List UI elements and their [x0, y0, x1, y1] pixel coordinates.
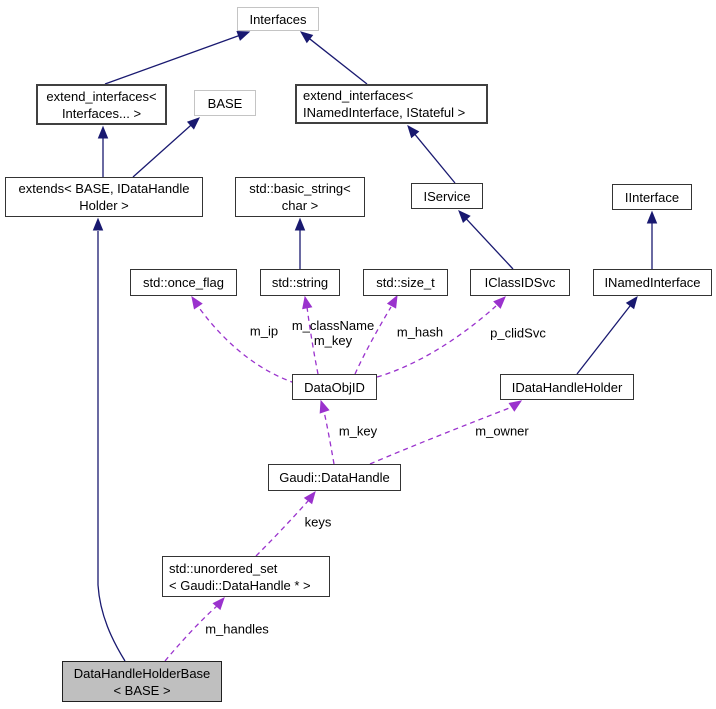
node-dataobjid[interactable]: DataObjID: [292, 374, 377, 400]
arrowhead-iclassidsvc-to-iservice: [458, 210, 471, 223]
arrowhead-std-unordered-set-to-gaudi-datahandle: [303, 490, 316, 505]
node-std-unordered-set[interactable]: std::unordered_set< Gaudi::DataHandle * …: [162, 556, 330, 597]
arrowhead-dataobjid-to-std-once-flag: [191, 295, 203, 310]
node-gaudi-datahandle[interactable]: Gaudi::DataHandle: [268, 464, 401, 491]
node-inamedinterface[interactable]: INamedInterface: [593, 269, 712, 296]
node-label: std::basic_string<: [249, 181, 351, 196]
node-label: Interfaces: [249, 11, 307, 27]
edge-dataobjid-to-iclassidsvc: [376, 305, 497, 378]
edge-extend-interfaces-2-to-interfaces: [308, 37, 368, 85]
edge-gaudi-datahandle-to-dataobjid: [322, 406, 335, 465]
node-label: IDataHandleHolder: [511, 379, 623, 395]
arrowhead-dataobjid-to-iclassidsvc: [493, 296, 506, 309]
edge-dataobjid-to-std-size-t: [354, 306, 392, 375]
arrowhead-dataobjid-to-std-string: [302, 295, 313, 310]
node-label: < BASE >: [113, 682, 171, 698]
node-label: < Gaudi::DataHandle * >: [169, 577, 311, 593]
edge-iservice-to-extend-interfaces-2: [413, 133, 456, 184]
arrowhead-gaudi-datahandle-to-dataobjid: [319, 399, 330, 414]
node-datahandleholderbase: DataHandleHolderBase< BASE >: [62, 661, 222, 702]
node-extend-interfaces-2[interactable]: extend_interfaces< INamedInterface, IStat…: [295, 84, 488, 124]
arrowhead-extend-interfaces-1-to-interfaces: [236, 30, 251, 41]
node-iclassidsvc[interactable]: IClassIDSvc: [470, 269, 570, 296]
arrowhead-datahandleholderbase-to-std-unordered-set: [212, 597, 225, 611]
node-label: IClassIDSvc: [484, 275, 556, 290]
edge-iclassidsvc-to-iservice: [465, 217, 514, 270]
edge-label-m-handles: m_handles: [205, 621, 269, 637]
node-label: BASE: [207, 95, 243, 111]
edge-label-p-clidsvc: p_clidSvc: [490, 325, 546, 341]
node-label: std::size_t: [376, 275, 435, 290]
edge-label-m-hash: m_hash: [396, 324, 444, 340]
node-label: Gaudi::DataHandle: [279, 470, 390, 485]
node-idatahandleholder[interactable]: IDataHandleHolder: [500, 374, 634, 400]
edge-label-m-key: m_key: [338, 423, 378, 439]
node-interfaces: Interfaces: [237, 7, 319, 31]
node-std-basic-string[interactable]: std::basic_string<char >: [235, 177, 365, 217]
node-label: extend_interfaces<: [46, 88, 157, 104]
node-iservice[interactable]: IService: [411, 183, 483, 209]
node-label: IService: [423, 188, 471, 204]
edge-dataobjid-to-std-once-flag: [199, 308, 296, 384]
node-label: IInterface: [624, 189, 680, 205]
node-label: INamedInterface, IStateful >: [303, 105, 466, 120]
edge-label-keys: keys: [304, 514, 332, 530]
node-label: std::unordered_set: [169, 560, 278, 576]
edge-std-unordered-set-to-gaudi-datahandle: [255, 500, 309, 557]
arrowhead-extend-interfaces-2-to-interfaces: [299, 31, 314, 44]
node-label: std::once_flag: [143, 275, 224, 290]
edge-label-line: m_key: [313, 333, 353, 348]
arrowhead-inamedinterface-to-iinterface: [646, 210, 658, 224]
arrowhead-datahandleholderbase-to-extends: [92, 217, 104, 231]
node-base: BASE: [194, 90, 256, 116]
edge-extend-interfaces-1-to-interfaces: [104, 34, 240, 85]
arrowhead-extends-to-base: [186, 117, 200, 130]
node-label: DataHandleHolderBase: [73, 665, 211, 681]
node-extend-interfaces-1[interactable]: extend_interfaces<Interfaces... >: [36, 84, 167, 125]
node-label: char >: [281, 198, 319, 213]
edge-label-m-ip: m_ip: [249, 323, 279, 339]
edge-label-line: m_className: [291, 318, 375, 333]
arrowhead-gaudi-datahandle-to-idatahandleholder: [508, 400, 523, 412]
node-std-once-flag[interactable]: std::once_flag: [130, 269, 237, 296]
arrowhead-dataobjid-to-std-size-t: [386, 294, 398, 309]
node-label: INamedInterface: [604, 275, 701, 290]
node-label: Holder >: [79, 198, 129, 213]
arrowhead-std-string-to-std-basic-string: [294, 217, 306, 231]
arrowhead-idatahandleholder-to-inamedinterface: [625, 295, 638, 310]
node-label: extends< BASE, IDataHandle: [18, 181, 190, 196]
edge-label-m-owner: m_owner: [475, 423, 529, 439]
node-label: extend_interfaces<: [303, 88, 414, 103]
arrowhead-extends-to-extend-interfaces-1: [97, 125, 109, 139]
edge-idatahandleholder-to-inamedinterface: [576, 304, 632, 375]
arrowhead-iservice-to-extend-interfaces-2: [407, 124, 420, 139]
node-std-size-t[interactable]: std::size_t: [363, 269, 448, 296]
edge-gaudi-datahandle-to-idatahandleholder: [369, 406, 513, 465]
node-iinterface[interactable]: IInterface: [612, 184, 692, 210]
edge-datahandleholderbase-to-extends: [97, 231, 126, 662]
node-label: Interfaces... >: [61, 105, 142, 121]
node-std-string[interactable]: std::string: [260, 269, 340, 296]
edge-datahandleholderbase-to-std-unordered-set: [164, 605, 218, 662]
node-label: DataObjID: [304, 379, 365, 395]
node-label: std::string: [271, 275, 329, 290]
edge-extends-to-base: [132, 124, 192, 178]
